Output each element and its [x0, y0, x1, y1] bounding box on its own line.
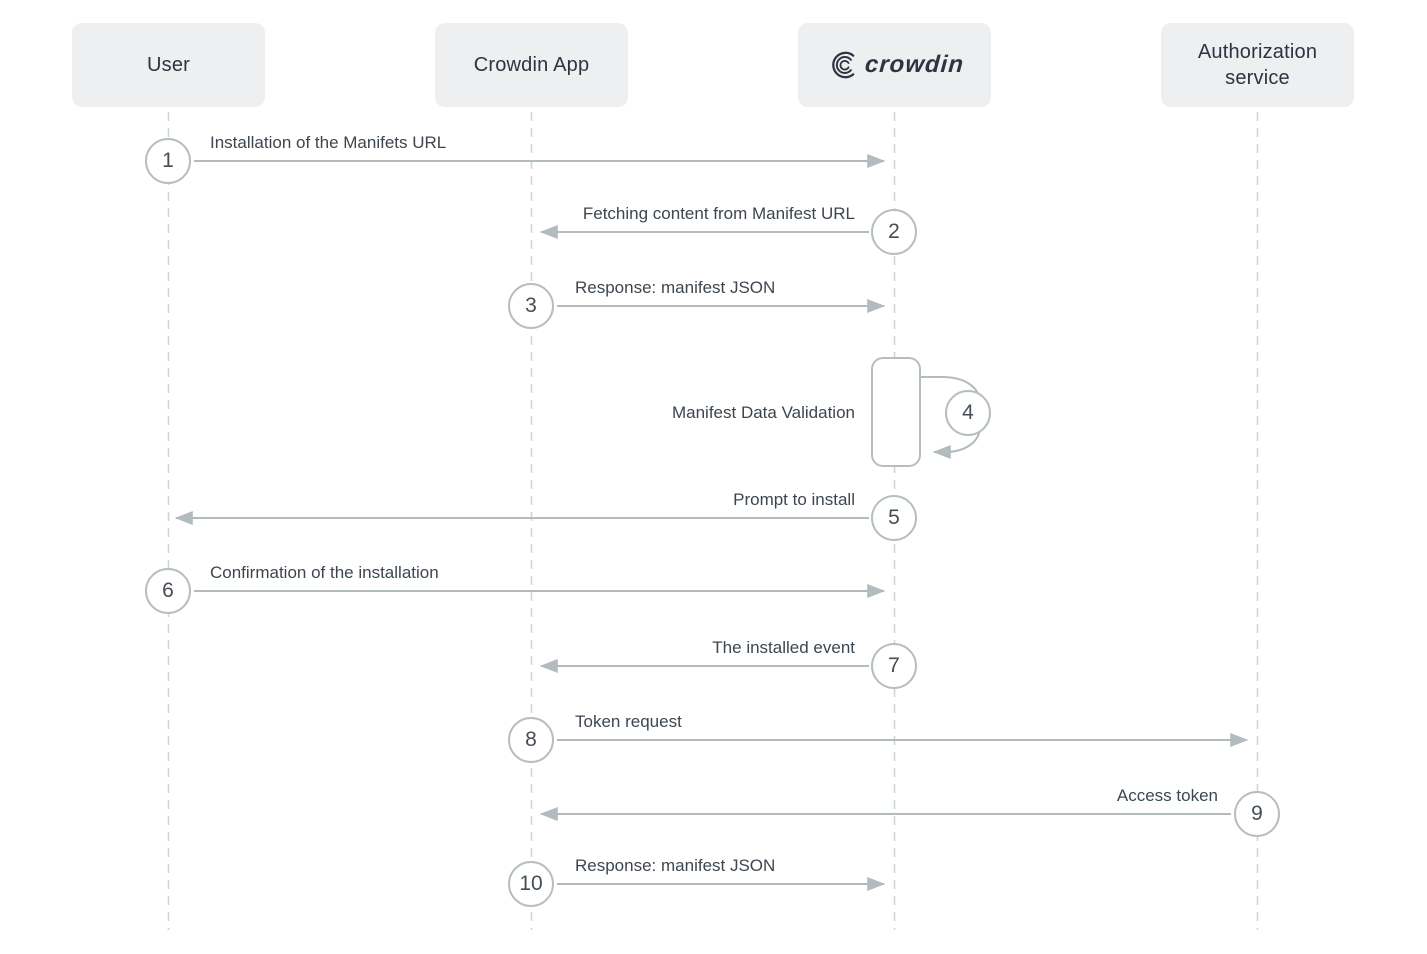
step-circle-6: 6	[145, 568, 191, 614]
message-label-2: Fetching content from Manifest URL	[582, 204, 855, 223]
message-label-7: The installed event	[712, 638, 855, 657]
actor-auth-service: Authorization service	[1161, 23, 1354, 107]
step-circle-7: 7	[871, 643, 917, 689]
crowdin-logo: crowdin	[825, 49, 965, 81]
step-circle-10: 10	[508, 861, 554, 907]
step-circle-2: 2	[871, 209, 917, 255]
actor-auth-service-label: Authorization service	[1197, 40, 1318, 89]
crowdin-wordmark: crowdin	[864, 51, 965, 79]
crowdin-swirl-icon	[832, 51, 855, 79]
message-label-9: Access token	[1116, 786, 1218, 805]
step-circle-3: 3	[508, 283, 554, 329]
message-label-6: Confirmation of the installation	[210, 563, 439, 582]
message-label-10: Response: manifest JSON	[575, 856, 776, 875]
step-circle-1: 1	[145, 138, 191, 184]
actor-crowdin: crowdin	[798, 23, 991, 107]
step-circle-9: 9	[1234, 791, 1280, 837]
message-label-4: Manifest Data Validation	[671, 403, 855, 422]
message-label-3: Response: manifest JSON	[575, 278, 776, 297]
actor-user: User	[72, 23, 265, 107]
step-circle-8: 8	[508, 717, 554, 763]
step-circle-4: 4	[945, 390, 991, 436]
actor-crowdin-app-label: Crowdin App	[473, 53, 590, 76]
actor-user-label: User	[146, 53, 191, 76]
activation-box-crowdin	[871, 357, 921, 467]
step-circle-5: 5	[871, 495, 917, 541]
message-label-8: Token request	[575, 712, 682, 731]
actor-crowdin-app: Crowdin App	[435, 23, 628, 107]
message-label-1: Installation of the Manifets URL	[210, 133, 447, 152]
message-label-5: Prompt to install	[733, 490, 855, 509]
